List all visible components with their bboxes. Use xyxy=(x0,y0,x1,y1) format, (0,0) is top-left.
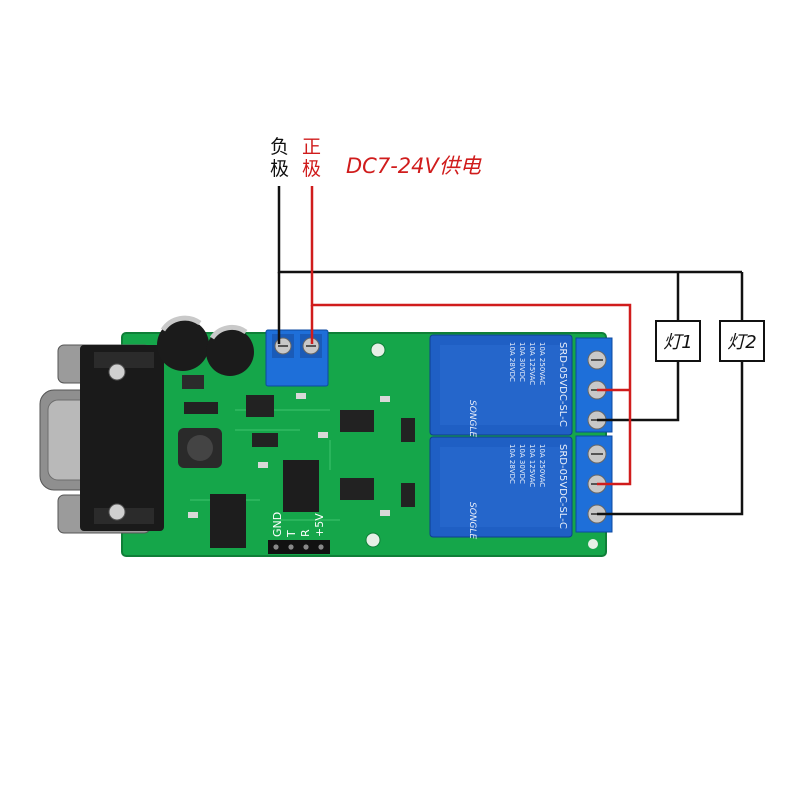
power-supply-label: DC7-24V供电 xyxy=(346,154,481,178)
positive-pole-label: 正极 xyxy=(302,136,322,180)
lamp-2-return-wire xyxy=(597,362,744,516)
header-pin-label: GND xyxy=(271,512,284,537)
relay-2 xyxy=(429,436,573,538)
relay-rating-label: 10A 250VAC xyxy=(538,444,546,487)
header-pin-label: +5V xyxy=(313,513,326,537)
lamp-1-label: 灯1 xyxy=(663,332,693,353)
relay-1 xyxy=(429,334,573,436)
wires xyxy=(277,186,744,516)
header-pin-label: R xyxy=(299,529,312,537)
lamp-2-label: 灯2 xyxy=(727,332,757,353)
lamp-2-box: 灯2 xyxy=(719,320,765,362)
negative-pole-label: 负极 xyxy=(270,136,290,180)
relay-rating-label: 10A 125VAC xyxy=(528,444,536,487)
relay-rating-label: 10A 28VDC xyxy=(508,444,516,484)
lamp-1-box: 灯1 xyxy=(655,320,701,362)
relay-rating-label: 10A 250VAC xyxy=(538,342,546,385)
relay-rating-label: 10A 30VDC xyxy=(518,444,526,484)
header-pin-labels: GND T R +5V xyxy=(271,512,326,538)
relay-markings: SRD-05VDC-SL-C SRD-05VDC-SL-C SONGLE SON… xyxy=(467,342,568,540)
negative-wire xyxy=(277,186,742,274)
relay-brand-label: SONGLE xyxy=(467,502,477,540)
relay-rating-label: 10A 28VDC xyxy=(508,342,516,382)
relay-rating-label: 10A 125VAC xyxy=(528,342,536,385)
db9-serial-connector xyxy=(39,344,164,534)
power-terminal-block xyxy=(265,329,329,387)
uart-header xyxy=(268,540,330,554)
electrolytic-capacitors xyxy=(157,315,254,376)
positive-wire xyxy=(310,186,632,486)
relay-rating-label: 10A 30VDC xyxy=(518,342,526,382)
header-pin-label: T xyxy=(285,530,298,538)
lamp-1-return-wire xyxy=(597,362,680,422)
relay-model-label: SRD-05VDC-SL-C xyxy=(557,342,568,427)
relay-model-label: SRD-05VDC-SL-C xyxy=(557,444,568,529)
relay-brand-label: SONGLE xyxy=(467,400,477,438)
components xyxy=(178,375,415,548)
